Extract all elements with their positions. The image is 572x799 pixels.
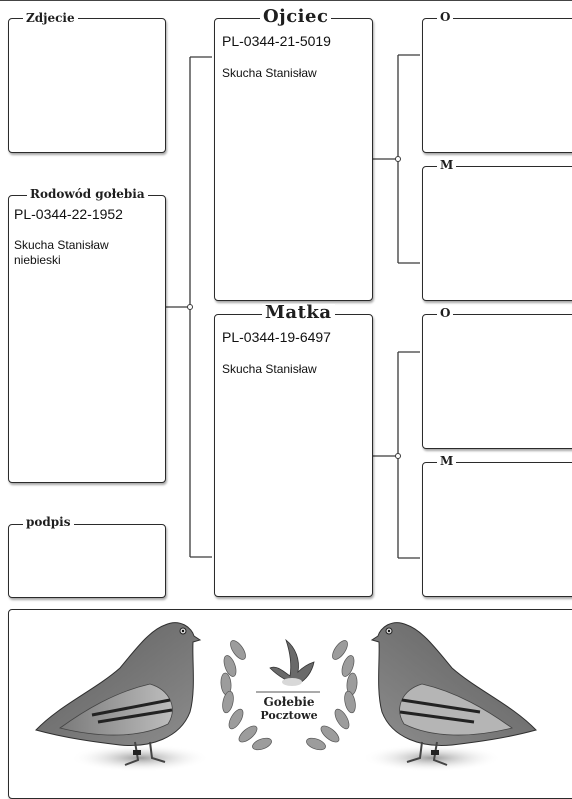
logo-text-line2: Pocztowe	[256, 709, 322, 722]
right-pigeon-image	[362, 623, 536, 772]
pedigree-page: Zdjecie Rodowód gołebia PL-0344-22-1952 …	[0, 0, 572, 783]
footer-artwork	[0, 0, 572, 783]
logo-text-line1: Gołebie	[256, 695, 322, 709]
left-pigeon-image	[36, 623, 210, 772]
dove-icon	[270, 640, 314, 686]
